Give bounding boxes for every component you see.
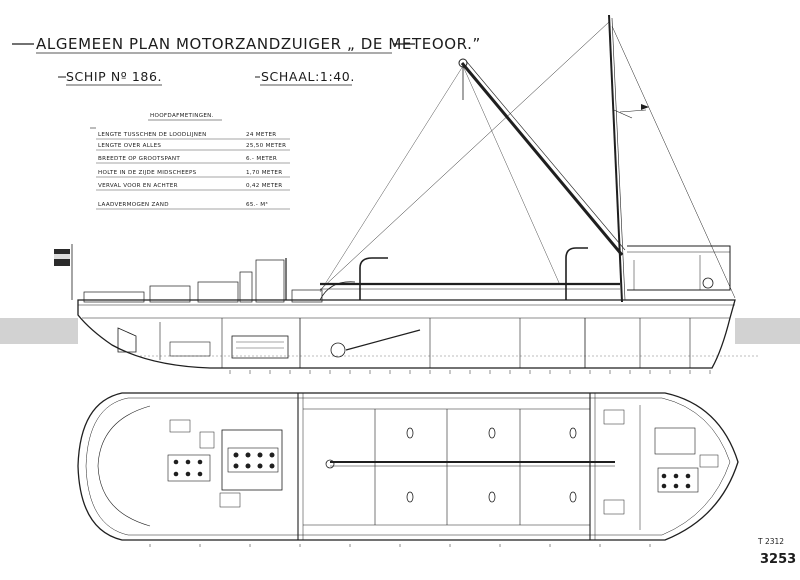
- ship-number: SCHIP Nº 186.: [66, 69, 162, 84]
- suction-pipe: [359, 257, 388, 300]
- dimension-value: 24 METER: [246, 132, 277, 138]
- discharge-pipe: [565, 247, 588, 300]
- dimensions-table: HOOFDAFMETINGEN. LENGTE TUSSCHEN DE LOOD…: [90, 113, 290, 210]
- generator: [167, 454, 211, 482]
- hatch: [406, 491, 414, 503]
- back-stay: [611, 25, 736, 299]
- deckhouse: [255, 259, 285, 303]
- deck-outline: [77, 392, 739, 541]
- water-surface-right: [735, 318, 800, 344]
- archive-stamp: T 2312 3253: [757, 537, 796, 567]
- derrick-boom: [460, 62, 624, 256]
- dimensions-header: HOOFDAFMETINGEN.: [150, 113, 214, 119]
- title-block: ALGEMEEN PLAN MOTORZANDZUIGER „ DE METEO…: [12, 35, 481, 86]
- drawing-title: ALGEMEEN PLAN MOTORZANDZUIGER „ DE METEO…: [36, 35, 481, 53]
- archive-code: T 2312: [757, 537, 784, 546]
- aft-cabin: [83, 291, 145, 303]
- dimension-value: 1,70 METER: [246, 170, 282, 176]
- hatch: [569, 491, 577, 503]
- engine-casing: [197, 281, 239, 303]
- hatch: [488, 427, 496, 439]
- winch: [654, 427, 696, 455]
- engine: [231, 335, 289, 359]
- hull-profile: [77, 299, 736, 369]
- mast: [608, 14, 623, 303]
- dimension-label: LENGTE TUSSCHEN DE LOODLIJNEN: [98, 132, 207, 138]
- hatch: [488, 491, 496, 503]
- frame-ticks: [229, 370, 711, 374]
- dimension-value: 0,42 METER: [246, 183, 282, 189]
- rudder: [117, 327, 137, 353]
- sand-pump: [330, 342, 346, 358]
- dimension-value: 65.- M³: [246, 201, 268, 208]
- dimension-label: LAADVERMOGEN ZAND: [98, 202, 169, 208]
- hatch: [406, 427, 414, 439]
- dimension-label: LENGTE OVER ALLES: [98, 143, 161, 149]
- archive-number: 3253: [760, 552, 796, 567]
- fore-stay: [319, 21, 610, 291]
- dimension-value: 6.- METER: [246, 156, 277, 162]
- scale-label: SCHAAL:1:40.: [261, 69, 355, 84]
- plan-view: [77, 392, 739, 547]
- pennant-icon: [641, 104, 649, 110]
- anchor-winch: [702, 277, 714, 289]
- wheelhouse: [627, 245, 731, 291]
- water-surface-left: [0, 318, 78, 344]
- dimension-label: BREEDTE OP GROOTSPANT: [98, 156, 180, 162]
- hatch: [569, 427, 577, 439]
- dimension-label: VERVAL VOOR EN ACHTER: [98, 183, 178, 189]
- side-elevation: [0, 14, 800, 374]
- dimension-value: 25,50 METER: [246, 143, 286, 149]
- engine-room: [221, 429, 283, 491]
- dimension-label: HOLTE IN DE ZIJDE MIDSCHEEPS: [98, 170, 197, 176]
